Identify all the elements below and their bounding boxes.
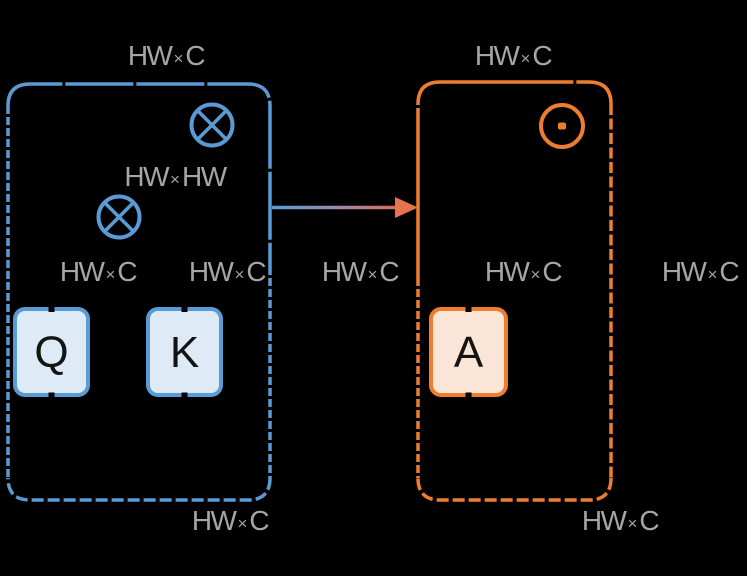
dim-label-key: HW×C (188, 256, 267, 287)
query-matrix-label: Q (34, 327, 69, 377)
dim-label-right-bottom: HW×C (581, 505, 660, 536)
anchor-notch (48, 392, 55, 398)
dim-label-attention: HW×C (484, 256, 563, 287)
circled-dot-icon (539, 103, 585, 149)
circled-times-icon (189, 102, 235, 148)
circled-dot-center (558, 122, 566, 130)
anchor-notch (181, 306, 188, 312)
anchor-notch (465, 306, 472, 312)
anchor-notch (181, 392, 188, 398)
attention-matrix-box (429, 306, 508, 398)
flow-arrow-head (395, 197, 418, 218)
dim-label-query: HW×C (59, 256, 138, 287)
dim-label-product: HW×HW (124, 161, 227, 192)
query-matrix-box (13, 306, 90, 398)
dim-label-left-top: HW×C (127, 40, 206, 71)
right-block-border-bottom (416, 477, 613, 502)
anchor-notch (48, 306, 55, 312)
flow-arrow (272, 197, 418, 218)
dim-label-between: HW×C (321, 256, 400, 287)
right-block-border-top (416, 80, 613, 278)
key-matrix-box (146, 306, 223, 398)
dim-label-right-top: HW×C (474, 40, 553, 71)
left-block-border-bottom (6, 477, 272, 502)
left-block-outline (6, 82, 272, 502)
anchor-notch (465, 392, 472, 398)
key-matrix-label: K (169, 327, 200, 377)
attention-matrix-label: A (453, 327, 484, 377)
circled-dot-ring (539, 103, 585, 149)
left-block-border-top (6, 82, 272, 267)
dim-label-right-outer: HW×C (661, 256, 740, 287)
circled-times-icon (96, 194, 142, 240)
right-block-outline (416, 80, 613, 502)
dim-label-left-bottom: HW×C (191, 505, 270, 536)
